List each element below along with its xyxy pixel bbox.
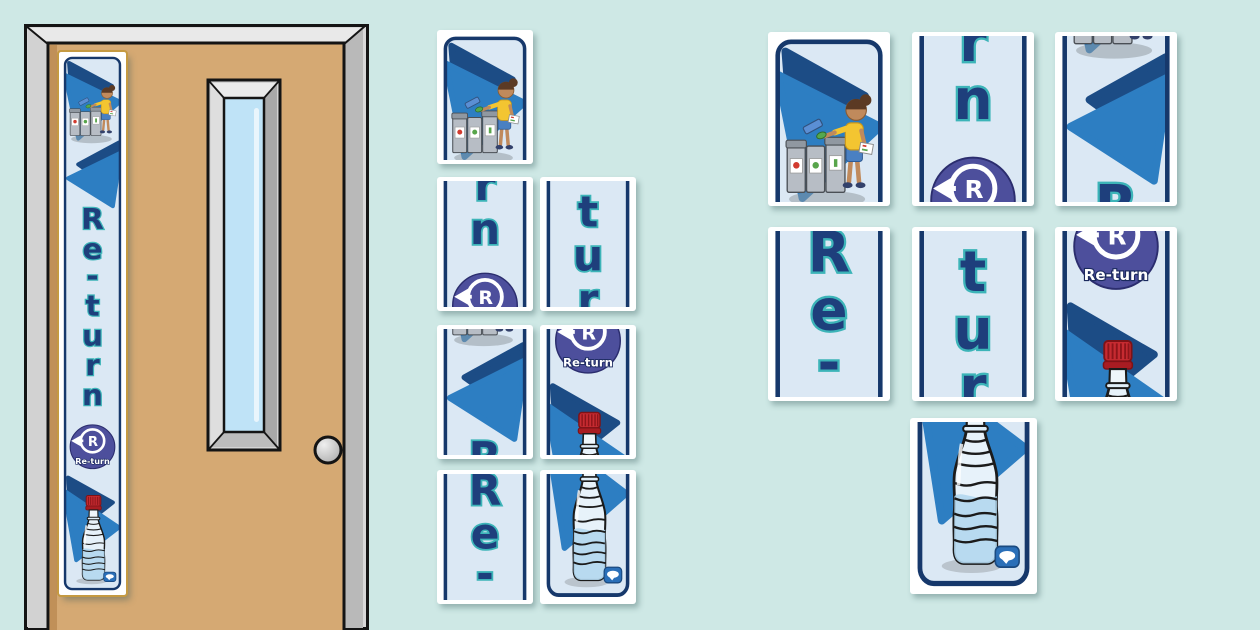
- classroom-door: [24, 24, 369, 630]
- door-knob[interactable]: [313, 435, 343, 465]
- banner-piece-card[interactable]: [768, 227, 890, 401]
- banner-piece-card[interactable]: [768, 32, 890, 206]
- banner-piece-card[interactable]: [437, 177, 533, 311]
- door-window: [206, 78, 282, 452]
- glass-highlight: [254, 108, 259, 422]
- banner-piece-card[interactable]: [540, 177, 636, 311]
- banner-piece-card[interactable]: [540, 470, 636, 604]
- banner-piece-card[interactable]: [437, 30, 533, 164]
- banner-piece-card[interactable]: [910, 418, 1037, 594]
- door-banner: [57, 50, 128, 597]
- banner-piece-card[interactable]: [437, 325, 533, 459]
- banner-piece-card[interactable]: [540, 325, 636, 459]
- banner-piece-card[interactable]: [912, 227, 1034, 401]
- banner-piece-card[interactable]: [437, 470, 533, 604]
- banner-piece-card[interactable]: [1055, 227, 1177, 401]
- door-banner-artwork: [62, 55, 123, 592]
- banner-piece-card[interactable]: [1055, 32, 1177, 206]
- banner-piece-card[interactable]: [912, 32, 1034, 206]
